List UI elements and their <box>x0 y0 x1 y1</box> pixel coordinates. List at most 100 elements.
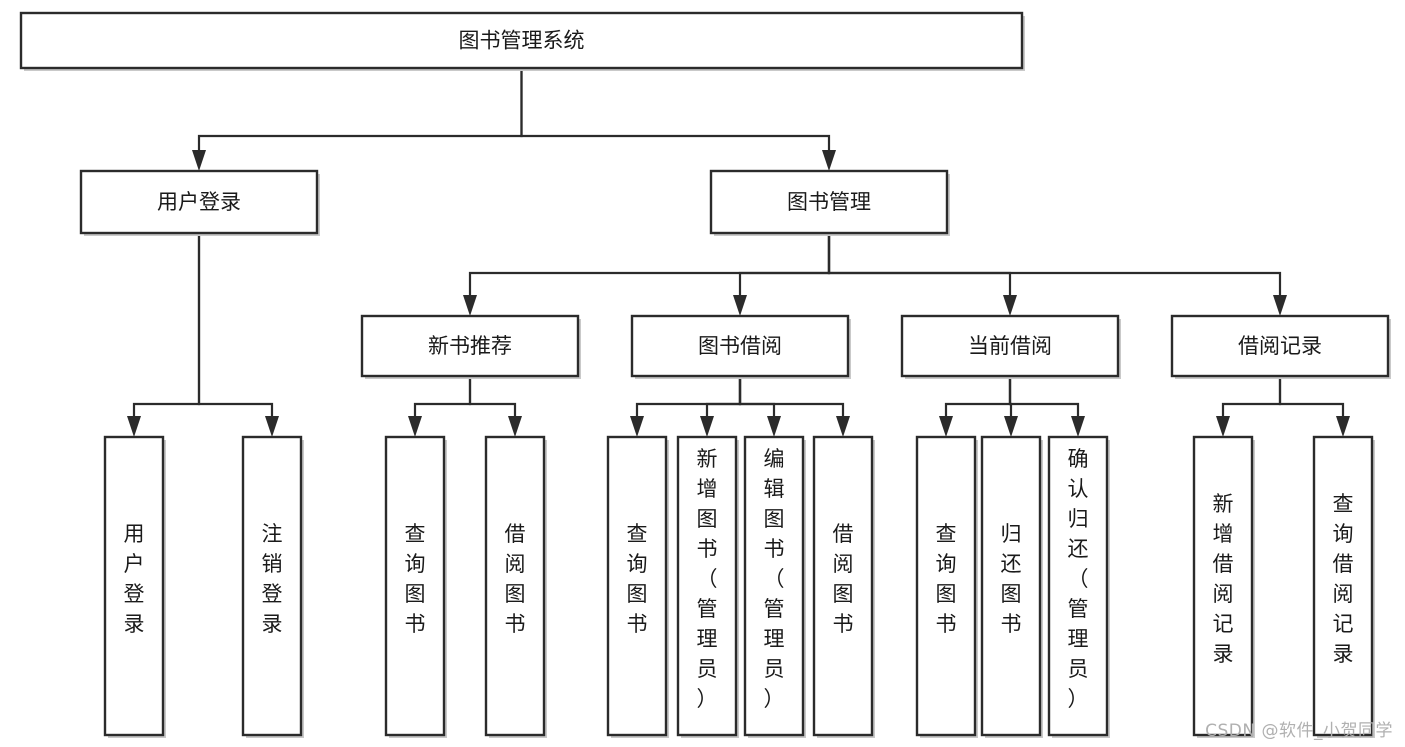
node-box[interactable] <box>915 435 977 737</box>
node-label: 新增图书（管理员） <box>697 447 718 711</box>
node-leaf-borrow-book-2[interactable]: 借阅图书 <box>812 435 875 738</box>
node-leaf-edit-book[interactable]: 编辑图书（管理员） <box>743 435 806 738</box>
node-label: 查询图书 <box>627 522 648 636</box>
node-box[interactable] <box>1170 314 1390 378</box>
node-box[interactable] <box>1192 435 1254 737</box>
edge-layer <box>127 68 1350 437</box>
node-label: 查询图书 <box>405 522 426 636</box>
edge-arrowhead-icon <box>1216 416 1230 437</box>
node-borrow-record[interactable]: 借阅记录 <box>1170 314 1391 379</box>
edge-arrowhead-icon <box>265 416 279 437</box>
node-leaf-query-record[interactable]: 查询借阅记录 <box>1312 435 1375 738</box>
node-label: 用户登录 <box>157 190 241 214</box>
edge-new-book-recommend-to-leaf-query-book-1 <box>408 376 472 437</box>
node-label: 当前借阅 <box>968 334 1052 358</box>
edge-line <box>738 376 845 416</box>
edge-book-borrow-to-leaf-add-book <box>700 376 742 437</box>
node-box[interactable] <box>1047 435 1109 737</box>
edge-line <box>413 376 472 416</box>
edge-line <box>197 68 523 150</box>
edge-borrow-record-to-leaf-query-record <box>1278 376 1350 437</box>
edge-root-to-user-login <box>192 68 523 171</box>
edge-arrowhead-icon <box>767 416 781 437</box>
edge-arrowhead-icon <box>822 150 836 171</box>
edge-line <box>1278 376 1345 416</box>
edge-arrowhead-icon <box>1003 295 1017 316</box>
node-new-book-recommend[interactable]: 新书推荐 <box>360 314 581 379</box>
node-leaf-return-book[interactable]: 归还图书 <box>980 435 1043 738</box>
node-box[interactable] <box>241 435 303 737</box>
edge-arrowhead-icon <box>508 416 522 437</box>
edge-book-manage-to-book-borrow <box>733 233 831 316</box>
node-label: 图书管理 <box>787 190 871 214</box>
edge-user-login-to-leaf-user-login <box>127 233 201 437</box>
node-leaf-confirm-return[interactable]: 确认归还（管理员） <box>1047 435 1110 738</box>
node-box[interactable] <box>900 314 1120 378</box>
edge-arrowhead-icon <box>192 150 206 171</box>
node-box[interactable] <box>709 169 949 235</box>
node-box[interactable] <box>743 435 805 737</box>
node-box[interactable] <box>606 435 668 737</box>
node-label: 借阅图书 <box>833 522 854 636</box>
edge-arrowhead-icon <box>700 416 714 437</box>
node-leaf-add-record[interactable]: 新增借阅记录 <box>1192 435 1255 738</box>
node-box[interactable] <box>19 11 1024 70</box>
node-leaf-user-login[interactable]: 用户登录 <box>103 435 166 738</box>
node-user-login[interactable]: 用户登录 <box>79 169 320 236</box>
edge-book-borrow-to-leaf-query-book-2 <box>630 376 742 437</box>
node-root[interactable]: 图书管理系统 <box>19 11 1025 71</box>
node-box[interactable] <box>812 435 874 737</box>
node-leaf-query-book-3[interactable]: 查询图书 <box>915 435 978 738</box>
node-leaf-add-book[interactable]: 新增图书（管理员） <box>676 435 739 738</box>
node-label: 注销登录 <box>262 522 283 636</box>
edge-arrowhead-icon <box>1273 295 1287 316</box>
edge-line <box>705 376 742 416</box>
node-layer: 图书管理系统用户登录图书管理新书推荐图书借阅当前借阅借阅记录用户登录注销登录查询… <box>19 11 1391 738</box>
edge-line <box>944 376 1012 416</box>
node-label: 查询借阅记录 <box>1333 492 1354 666</box>
edge-arrowhead-icon <box>836 416 850 437</box>
node-leaf-borrow-book-1[interactable]: 借阅图书 <box>484 435 547 738</box>
edge-line <box>1008 376 1080 416</box>
edge-arrowhead-icon <box>1071 416 1085 437</box>
node-book-borrow[interactable]: 图书借阅 <box>630 314 851 379</box>
edge-line <box>197 233 274 416</box>
node-current-borrow[interactable]: 当前借阅 <box>900 314 1121 379</box>
edge-line <box>132 233 201 416</box>
node-label: 确认归还（管理员） <box>1068 447 1089 711</box>
node-box[interactable] <box>384 435 446 737</box>
edge-arrowhead-icon <box>630 416 644 437</box>
node-box[interactable] <box>980 435 1042 737</box>
node-label: 编辑图书（管理员） <box>764 447 785 711</box>
node-box[interactable] <box>676 435 738 737</box>
node-label: 新书推荐 <box>428 334 512 358</box>
node-leaf-query-book-1[interactable]: 查询图书 <box>384 435 447 738</box>
node-box[interactable] <box>79 169 319 235</box>
edge-arrowhead-icon <box>127 416 141 437</box>
edge-book-manage-to-borrow-record <box>827 233 1287 316</box>
edge-line <box>1221 376 1282 416</box>
node-label: 借阅图书 <box>505 522 526 636</box>
edge-arrowhead-icon <box>1336 416 1350 437</box>
edge-line <box>738 233 831 295</box>
node-box[interactable] <box>1312 435 1374 737</box>
edge-current-borrow-to-leaf-confirm-return <box>1008 376 1085 437</box>
node-box[interactable] <box>484 435 546 737</box>
edge-user-login-to-leaf-logout <box>197 233 279 437</box>
edge-arrowhead-icon <box>463 295 477 316</box>
node-box[interactable] <box>630 314 850 378</box>
node-box[interactable] <box>360 314 580 378</box>
edge-book-borrow-to-leaf-edit-book <box>738 376 781 437</box>
edge-new-book-recommend-to-leaf-borrow-book-1 <box>468 376 522 437</box>
node-book-manage[interactable]: 图书管理 <box>709 169 950 236</box>
edge-current-borrow-to-leaf-query-book-3 <box>939 376 1012 437</box>
node-box[interactable] <box>103 435 165 737</box>
edge-book-borrow-to-leaf-borrow-book-2 <box>738 376 850 437</box>
node-leaf-logout[interactable]: 注销登录 <box>241 435 304 738</box>
node-label: 归还图书 <box>1001 522 1022 636</box>
node-label: 图书借阅 <box>698 334 782 358</box>
edge-book-manage-to-current-borrow <box>827 233 1017 316</box>
node-leaf-query-book-2[interactable]: 查询图书 <box>606 435 669 738</box>
